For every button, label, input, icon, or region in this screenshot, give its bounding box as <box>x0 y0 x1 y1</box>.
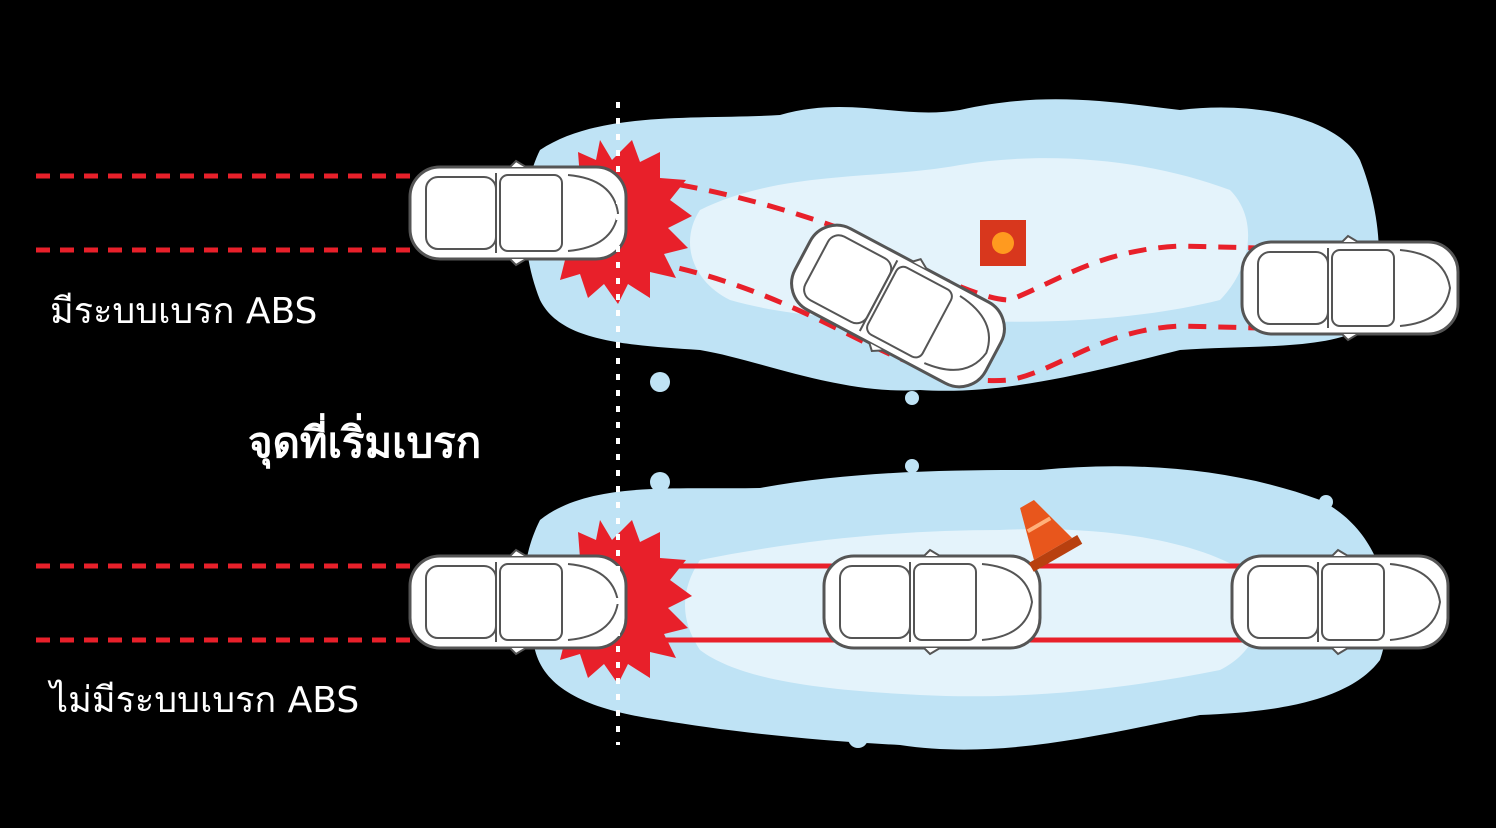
approach-trail-bottom <box>36 563 410 643</box>
label-brake-start-point: จุดที่เริ่มเบรก <box>248 418 482 467</box>
label-with-abs: มีระบบเบรก ABS <box>50 291 318 332</box>
car-start-top <box>408 159 628 267</box>
water-puddle-top <box>525 99 1379 405</box>
square-hazard-icon <box>980 220 1026 266</box>
car-end-top <box>1240 234 1460 342</box>
label-without-abs: ไม่มีระบบเบรก ABS <box>50 680 360 721</box>
car-sliding-bottom <box>822 548 1042 656</box>
car-start-bottom <box>408 548 628 656</box>
approach-trail-top <box>36 173 410 253</box>
traffic-cone-icon <box>1020 500 1083 572</box>
car-end-bottom <box>1230 548 1450 656</box>
